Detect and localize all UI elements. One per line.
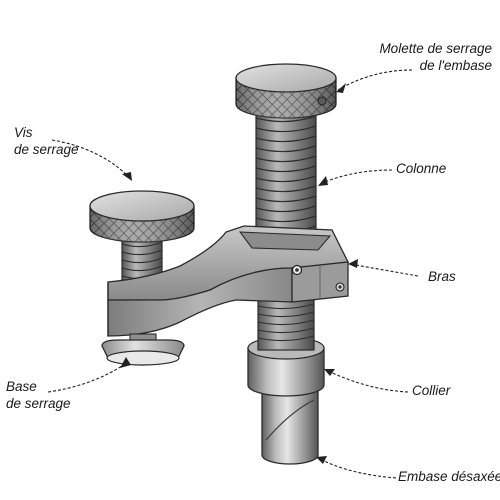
label-molette-line1: Molette de serrage: [379, 41, 492, 56]
arrowhead-vis: [122, 172, 132, 181]
vis-knob: [89, 190, 195, 243]
label-collier: Collier: [412, 383, 451, 398]
label-base-line2: de serrage: [6, 396, 71, 411]
label-molette: Molette de serrage de l'embase: [379, 40, 492, 74]
arrowhead-base: [120, 357, 131, 368]
leader-bras: [349, 263, 419, 277]
arrowhead-molette: [336, 83, 346, 93]
molette-knob: [235, 63, 337, 119]
label-vis: Vis de serrage: [14, 124, 79, 158]
leader-collier: [325, 369, 409, 393]
label-base: Base de serrage: [6, 378, 71, 412]
label-embase: Embase désaxée: [398, 469, 500, 484]
bras-arm: [107, 225, 350, 337]
label-bras: Bras: [428, 269, 456, 284]
label-vis-line2: de serrage: [14, 142, 79, 157]
leader-base: [47, 365, 123, 393]
arrowhead-colonne: [318, 176, 328, 186]
leader-arrowheads: [120, 83, 358, 464]
arrowhead-embase: [316, 456, 327, 464]
leader-colonne: [319, 169, 393, 185]
leader-vis: [51, 139, 131, 179]
colonne-lower-thread: [257, 299, 315, 351]
base-de-serrage-part: [101, 333, 185, 366]
arrowhead-collier: [324, 369, 335, 376]
leader-embase: [317, 457, 397, 479]
label-molette-line2: de l'embase: [419, 58, 492, 73]
arrowhead-bras: [348, 259, 358, 268]
embase-desaxee-part: [261, 384, 319, 465]
label-colonne: Colonne: [396, 161, 447, 176]
label-vis-line1: Vis: [14, 125, 33, 140]
label-base-line1: Base: [6, 379, 37, 394]
